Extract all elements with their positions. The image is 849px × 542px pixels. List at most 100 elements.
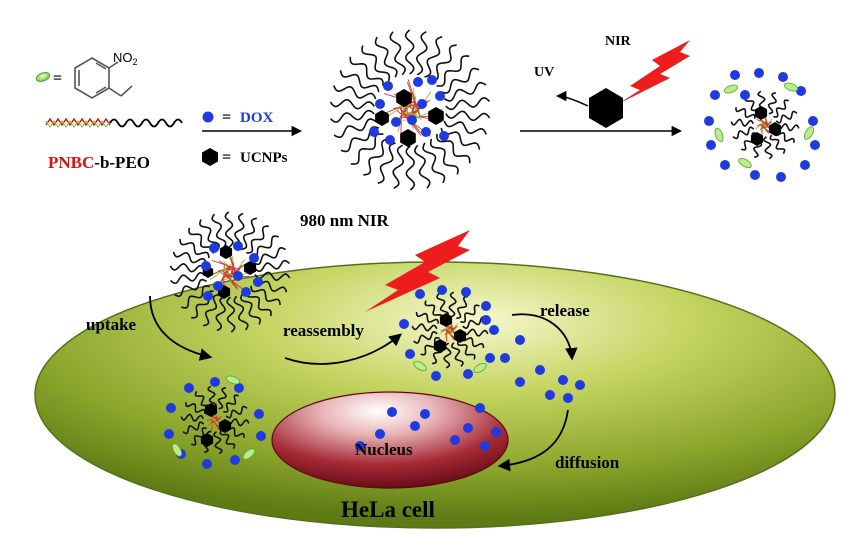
- free-dox-dot: [480, 441, 490, 451]
- pnbc-core-line: [231, 262, 235, 276]
- peo-chain: [445, 97, 491, 111]
- ucnp-legend-icon: [202, 148, 218, 166]
- dox-dot: [730, 70, 740, 80]
- peo-chain: [333, 85, 377, 100]
- equals-sign: =: [53, 70, 62, 87]
- photocleavable-group-icon: [35, 72, 51, 82]
- ucnp-hexagon: [428, 107, 444, 125]
- ucnp-hexagon: [400, 129, 416, 147]
- photocleaved-fragment: [171, 443, 183, 457]
- dox-dot: [810, 140, 820, 150]
- loaded-micelle-large: [329, 29, 491, 191]
- dox-dot: [391, 117, 401, 127]
- peo-chain: [212, 431, 223, 455]
- dox-dot: [706, 140, 716, 150]
- peo-chain: [250, 285, 281, 306]
- dox-dot: [740, 90, 750, 100]
- peo-chain: [767, 92, 777, 115]
- dox-dot: [415, 289, 425, 299]
- peo-chain: [436, 55, 470, 87]
- peo-chain: [414, 144, 431, 189]
- photocleaved-fragment: [714, 127, 724, 143]
- free-dox-dot: [491, 427, 501, 437]
- no2-label: NO2: [113, 50, 138, 67]
- peo-chain: [762, 136, 773, 160]
- peo-chain: [246, 225, 269, 254]
- dox-dot: [808, 116, 818, 126]
- reassembly-label: reassembly: [283, 321, 364, 340]
- diffusion-label: diffusion: [555, 453, 620, 472]
- dox-dot: [413, 77, 423, 87]
- peo-chain: [429, 138, 459, 175]
- pnbc-core-line: [218, 267, 234, 272]
- pnbc-core-line: [450, 325, 453, 332]
- peo-chain: [207, 385, 218, 409]
- polymer-label: PNBC-b-PEO: [48, 153, 150, 172]
- peo-chain: [254, 259, 290, 273]
- ucnp-hexagon: [243, 261, 257, 275]
- ucnp-hexagon: [218, 419, 232, 433]
- lightning-bolt-icon: [618, 40, 690, 104]
- ucnp-hexagon: [204, 403, 218, 417]
- pnbc-block-chain-green: [45, 120, 111, 128]
- dox-dot: [203, 291, 213, 301]
- free-dox-dot: [515, 377, 525, 387]
- loaded-micelle-uptake: [169, 211, 291, 333]
- peo-chain: [430, 44, 457, 82]
- dox-dot: [481, 301, 491, 311]
- peo-chain: [349, 56, 384, 86]
- free-dox-dot: [535, 365, 545, 375]
- peo-chain: [219, 429, 236, 449]
- dox-dot: [166, 403, 176, 413]
- peo-chain: [411, 323, 438, 332]
- arrow-release: [511, 313, 578, 361]
- peo-chain: [448, 291, 457, 318]
- nir-label: NIR: [605, 34, 632, 49]
- peo-chain: [422, 142, 446, 184]
- peo-chain: [174, 278, 207, 298]
- dox-dot: [201, 261, 211, 271]
- peo-chain: [181, 285, 210, 309]
- peo-chain: [240, 293, 262, 325]
- peo-chain: [172, 251, 208, 264]
- photocleaved-fragment: [803, 126, 815, 140]
- photocleaved-fragment: [738, 157, 752, 169]
- peo-chain: [775, 110, 798, 124]
- dox-dot: [754, 68, 764, 78]
- dox-label: DOX: [240, 110, 274, 126]
- ucnp-hexagon: [754, 106, 768, 120]
- peo-chain: [211, 213, 227, 249]
- pnbc-core-line: [401, 106, 413, 109]
- arrow-reassembly: [284, 333, 402, 365]
- dissociated-micelle-bottom: [164, 375, 266, 469]
- peo-chain: [170, 271, 206, 285]
- dox-dot: [383, 81, 393, 91]
- dox-dot: [249, 253, 259, 263]
- peo-chain: [415, 311, 440, 324]
- free-dox-dot: [545, 390, 555, 400]
- peo-chain: [741, 132, 757, 151]
- dox-dot: [210, 377, 220, 387]
- dox-dot: [234, 383, 244, 393]
- dissociated-micelle-top: [704, 68, 820, 182]
- dox-dot: [720, 160, 730, 170]
- peo-chain: [424, 300, 444, 320]
- peo-chain: [185, 402, 206, 414]
- ucnp-hexagon: [396, 89, 412, 107]
- dox-dot: [776, 172, 786, 182]
- ucnp-hexagon: [750, 132, 764, 146]
- dox-dot: [254, 409, 264, 419]
- pnbc-core-line: [221, 267, 230, 282]
- peo-chain: [225, 405, 248, 419]
- peo-chain: [774, 131, 795, 143]
- dox-dot: [421, 127, 431, 137]
- peo-chain: [443, 120, 487, 135]
- dox-dot: [164, 429, 174, 439]
- free-dox-dot: [463, 423, 473, 433]
- peo-chain: [180, 413, 204, 422]
- dox-dot: [253, 277, 263, 287]
- free-dox-dot: [575, 380, 585, 390]
- dox-dot: [230, 455, 240, 465]
- peo-chain: [732, 126, 755, 140]
